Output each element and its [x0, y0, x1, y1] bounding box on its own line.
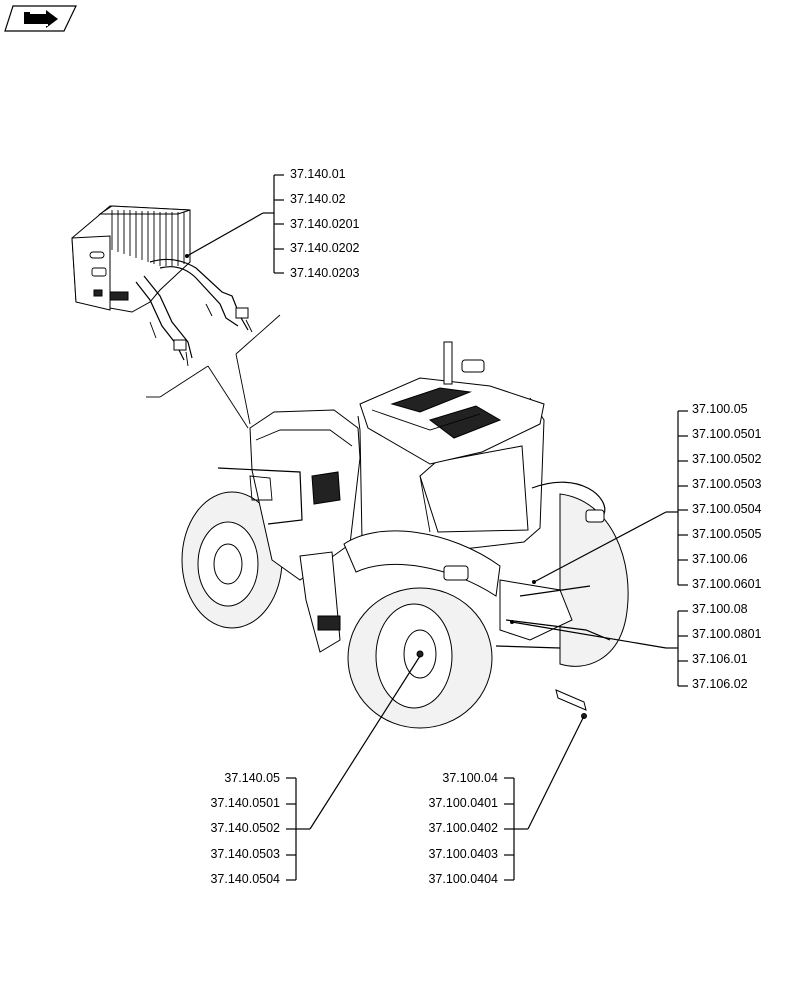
- part-ref-37-100-0501[interactable]: 37.100.0501: [692, 427, 762, 441]
- part-ref-37-140-0201[interactable]: 37.140.0201: [290, 217, 360, 231]
- callout-group-hitch-upper: 37.100.05 37.100.0501 37.100.0502 37.100…: [532, 402, 762, 591]
- part-ref-37-140-02[interactable]: 37.140.02: [290, 192, 346, 206]
- part-ref-37-106-01[interactable]: 37.106.01: [692, 652, 748, 666]
- part-ref-37-100-0502[interactable]: 37.100.0502: [692, 452, 762, 466]
- part-ref-37-140-01[interactable]: 37.140.01: [290, 167, 346, 181]
- part-ref-37-140-0501[interactable]: 37.140.0501: [210, 796, 280, 810]
- part-ref-37-100-0503[interactable]: 37.100.0503: [692, 477, 762, 491]
- part-ref-37-140-0202[interactable]: 37.140.0202: [290, 241, 360, 255]
- tractor-illustration: [181, 341, 629, 729]
- part-ref-37-140-0504[interactable]: 37.140.0504: [210, 872, 280, 886]
- part-ref-37-100-0505[interactable]: 37.100.0505: [692, 527, 762, 541]
- part-ref-37-100-04[interactable]: 37.100.04: [442, 771, 498, 785]
- part-ref-37-100-0601[interactable]: 37.100.0601: [692, 577, 762, 591]
- detail-pointer-lines: [146, 314, 281, 429]
- part-ref-37-100-0403[interactable]: 37.100.0403: [428, 847, 498, 861]
- front-weight-illustration: [71, 205, 253, 367]
- part-ref-37-140-05[interactable]: 37.140.05: [224, 771, 280, 785]
- part-ref-37-100-0504[interactable]: 37.100.0504: [692, 502, 762, 516]
- part-ref-37-100-0801[interactable]: 37.100.0801: [692, 627, 762, 641]
- part-ref-37-140-0203[interactable]: 37.140.0203: [290, 266, 360, 280]
- part-ref-37-100-05[interactable]: 37.100.05: [692, 402, 748, 416]
- part-ref-37-100-0401[interactable]: 37.100.0401: [428, 796, 498, 810]
- part-ref-37-106-02[interactable]: 37.106.02: [692, 677, 748, 691]
- callout-group-wheel-weights: 37.140.05 37.140.0501 37.140.0502 37.140…: [210, 655, 421, 886]
- callout-group-pin: 37.100.04 37.100.0401 37.100.0402 37.100…: [428, 715, 585, 886]
- part-ref-37-140-0503[interactable]: 37.140.0503: [210, 847, 280, 861]
- return-arrow-icon[interactable]: [4, 5, 77, 32]
- part-ref-37-100-0402[interactable]: 37.100.0402: [428, 821, 498, 835]
- part-ref-37-100-08[interactable]: 37.100.08: [692, 602, 748, 616]
- part-ref-37-140-0502[interactable]: 37.140.0502: [210, 821, 280, 835]
- callout-group-front-weights: 37.140.01 37.140.02 37.140.0201 37.140.0…: [185, 167, 360, 280]
- part-ref-37-100-06[interactable]: 37.100.06: [692, 552, 748, 566]
- part-ref-37-100-0404[interactable]: 37.100.0404: [428, 872, 498, 886]
- callout-group-hitch-lower: 37.100.08 37.100.0801 37.106.01 37.106.0…: [510, 602, 762, 691]
